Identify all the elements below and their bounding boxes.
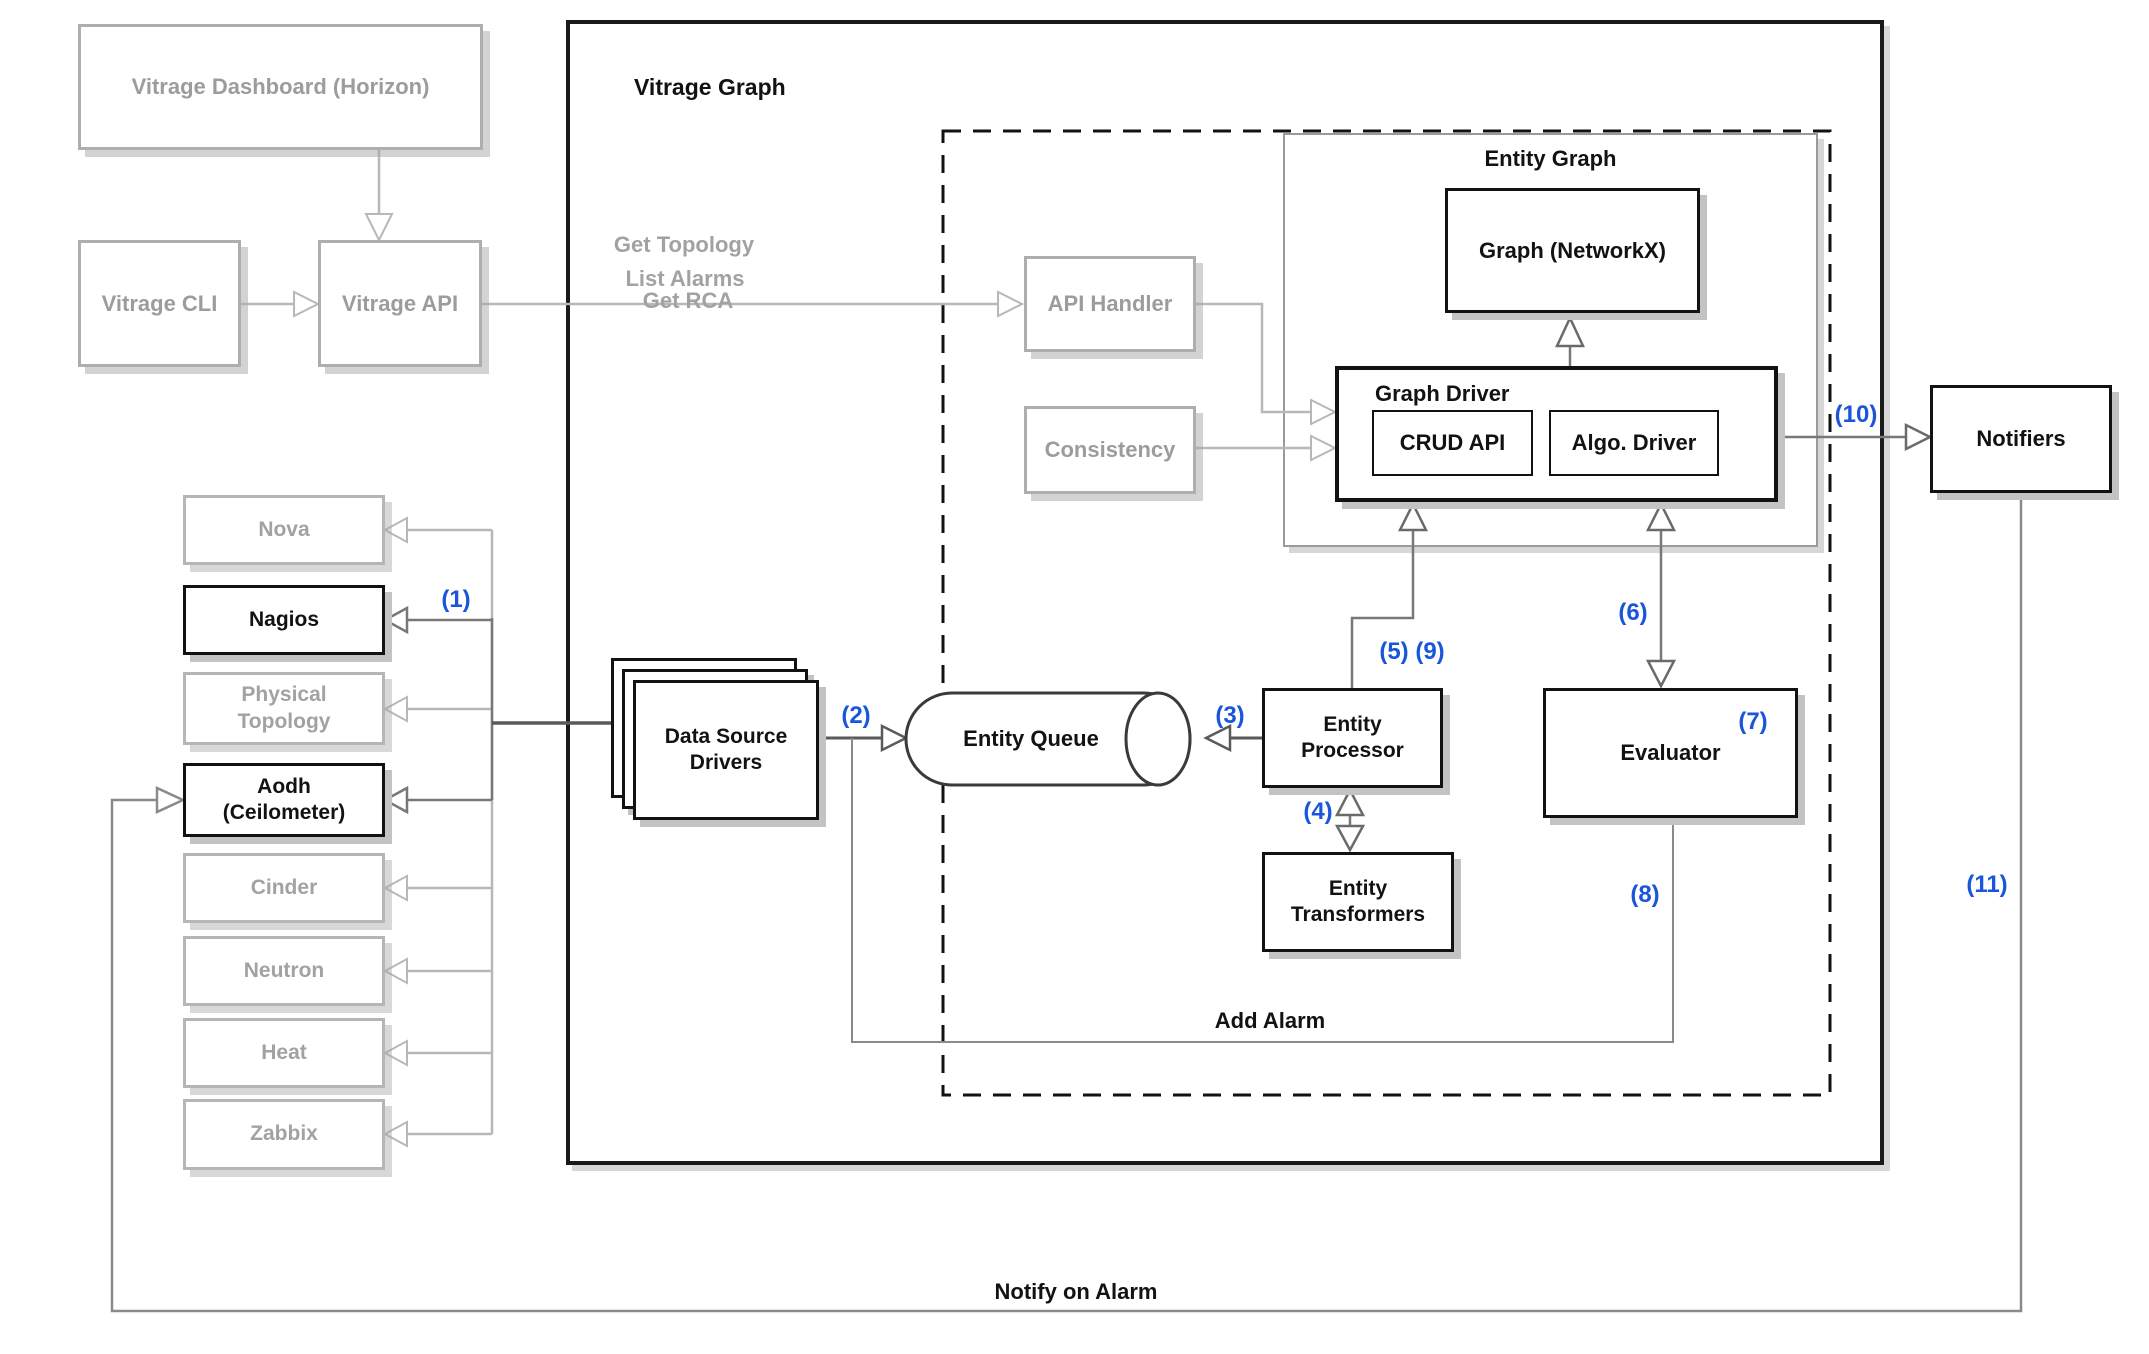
dark-gray-connectors (110, 346, 2023, 1313)
light-gray-connectors (241, 150, 1311, 1136)
entity-transformers-box: Entity Transformers (1262, 852, 1454, 952)
vitrage-api-label: Vitrage API (341, 290, 459, 316)
step-2-label: (2) (841, 702, 871, 729)
entity-processor-box: Entity Processor (1262, 688, 1443, 788)
step-10-label: (10) (1834, 401, 1878, 428)
datasource-neutron-box: Neutron (183, 936, 385, 1006)
datasource-nova-label: Nova (258, 517, 310, 541)
datasource-zabbix-label: Zabbix (250, 1122, 318, 1146)
graph-networkx-label: Graph (NetworkX) (1478, 237, 1667, 263)
api-handler-box: API Handler (1024, 256, 1196, 352)
datasource-nova-box: Nova (183, 495, 385, 565)
vitrage-cli-label: Vitrage CLI (101, 290, 218, 316)
graph-driver-label: Graph Driver (1375, 381, 1510, 406)
vitrage-api-box: Vitrage API (318, 240, 482, 367)
step-3-label: (3) (1215, 702, 1245, 729)
entity-transformers-label: Entity Transformers (1290, 876, 1426, 926)
entity-queue-box: Entity Queue (906, 693, 1190, 785)
vitrage-cli-box: Vitrage CLI (78, 240, 241, 367)
datasource-neutron-label: Neutron (243, 958, 325, 982)
notifiers-label: Notifiers (1976, 426, 2066, 452)
datasource-nagios-label: Nagios (248, 607, 319, 631)
crud-api-label: CRUD API (1399, 430, 1506, 456)
step-5-9-label: (5) (9) (1379, 638, 1445, 665)
entity-queue-label: Entity Queue (963, 726, 1099, 752)
consistency-label: Consistency (1044, 437, 1176, 463)
step-8-label: (8) (1630, 881, 1660, 908)
datasource-heat-label: Heat (261, 1040, 307, 1064)
step-1-label: (1) (441, 586, 471, 613)
algo-driver-box: Algo. Driver (1549, 410, 1719, 476)
datasource-cinder-label: Cinder (250, 875, 318, 899)
evaluator-label: Evaluator (1620, 740, 1721, 766)
api-handler-label: API Handler (1047, 291, 1173, 317)
consistency-box: Consistency (1024, 406, 1196, 494)
vitrage-graph-frame (566, 20, 1884, 1165)
add-alarm-label: Add Alarm (1214, 1008, 1326, 1033)
vitrage-dashboard-label: Vitrage Dashboard (Horizon) (131, 74, 430, 100)
data-source-drivers-box: Data Source Drivers (633, 680, 819, 820)
datasource-cinder-box: Cinder (183, 853, 385, 923)
data-source-drivers-label: Data Source Drivers (664, 724, 788, 774)
datasource-zabbix-box: Zabbix (183, 1099, 385, 1170)
notifiers-box: Notifiers (1930, 385, 2112, 493)
vitrage-dashboard-box: Vitrage Dashboard (Horizon) (78, 24, 483, 150)
step-4-label: (4) (1303, 798, 1333, 825)
entity-graph-title: Entity Graph (1484, 146, 1617, 171)
datasource-aodh-box: Aodh (Ceilometer) (183, 763, 385, 837)
crud-api-box: CRUD API (1372, 410, 1533, 476)
step-7-label: (7) (1738, 708, 1768, 735)
evaluator-box: Evaluator (1543, 688, 1798, 818)
entity-processor-label: Entity Processor (1301, 712, 1404, 762)
graph-networkx-box: Graph (NetworkX) (1445, 188, 1700, 313)
open-arrowheads (155, 213, 1933, 1148)
step-11-label: (11) (1966, 871, 2008, 898)
datasource-nagios-box: Nagios (183, 585, 385, 655)
datasource-physical-topology-label: Physical Topology (237, 683, 331, 733)
graph-driver-box: Graph Driver CRUD API Algo. Driver (1335, 366, 1778, 502)
vitrage-graph-title: Vitrage Graph (634, 74, 786, 100)
notify-on-alarm-label: Notify on Alarm (994, 1279, 1158, 1304)
step-6-label: (6) (1618, 599, 1648, 626)
get-topology-label: Get Topology (613, 232, 755, 257)
datasource-heat-box: Heat (183, 1018, 385, 1088)
entity-queue-shape (904, 691, 1192, 787)
get-rca-label: Get RCA (642, 288, 734, 313)
list-alarms-label: List Alarms (625, 266, 745, 291)
datasource-aodh-label: Aodh (Ceilometer) (222, 774, 346, 824)
dashed-boundary (941, 129, 1832, 1097)
algo-driver-label: Algo. Driver (1571, 430, 1697, 456)
datasource-physical-topology-box: Physical Topology (183, 672, 385, 745)
